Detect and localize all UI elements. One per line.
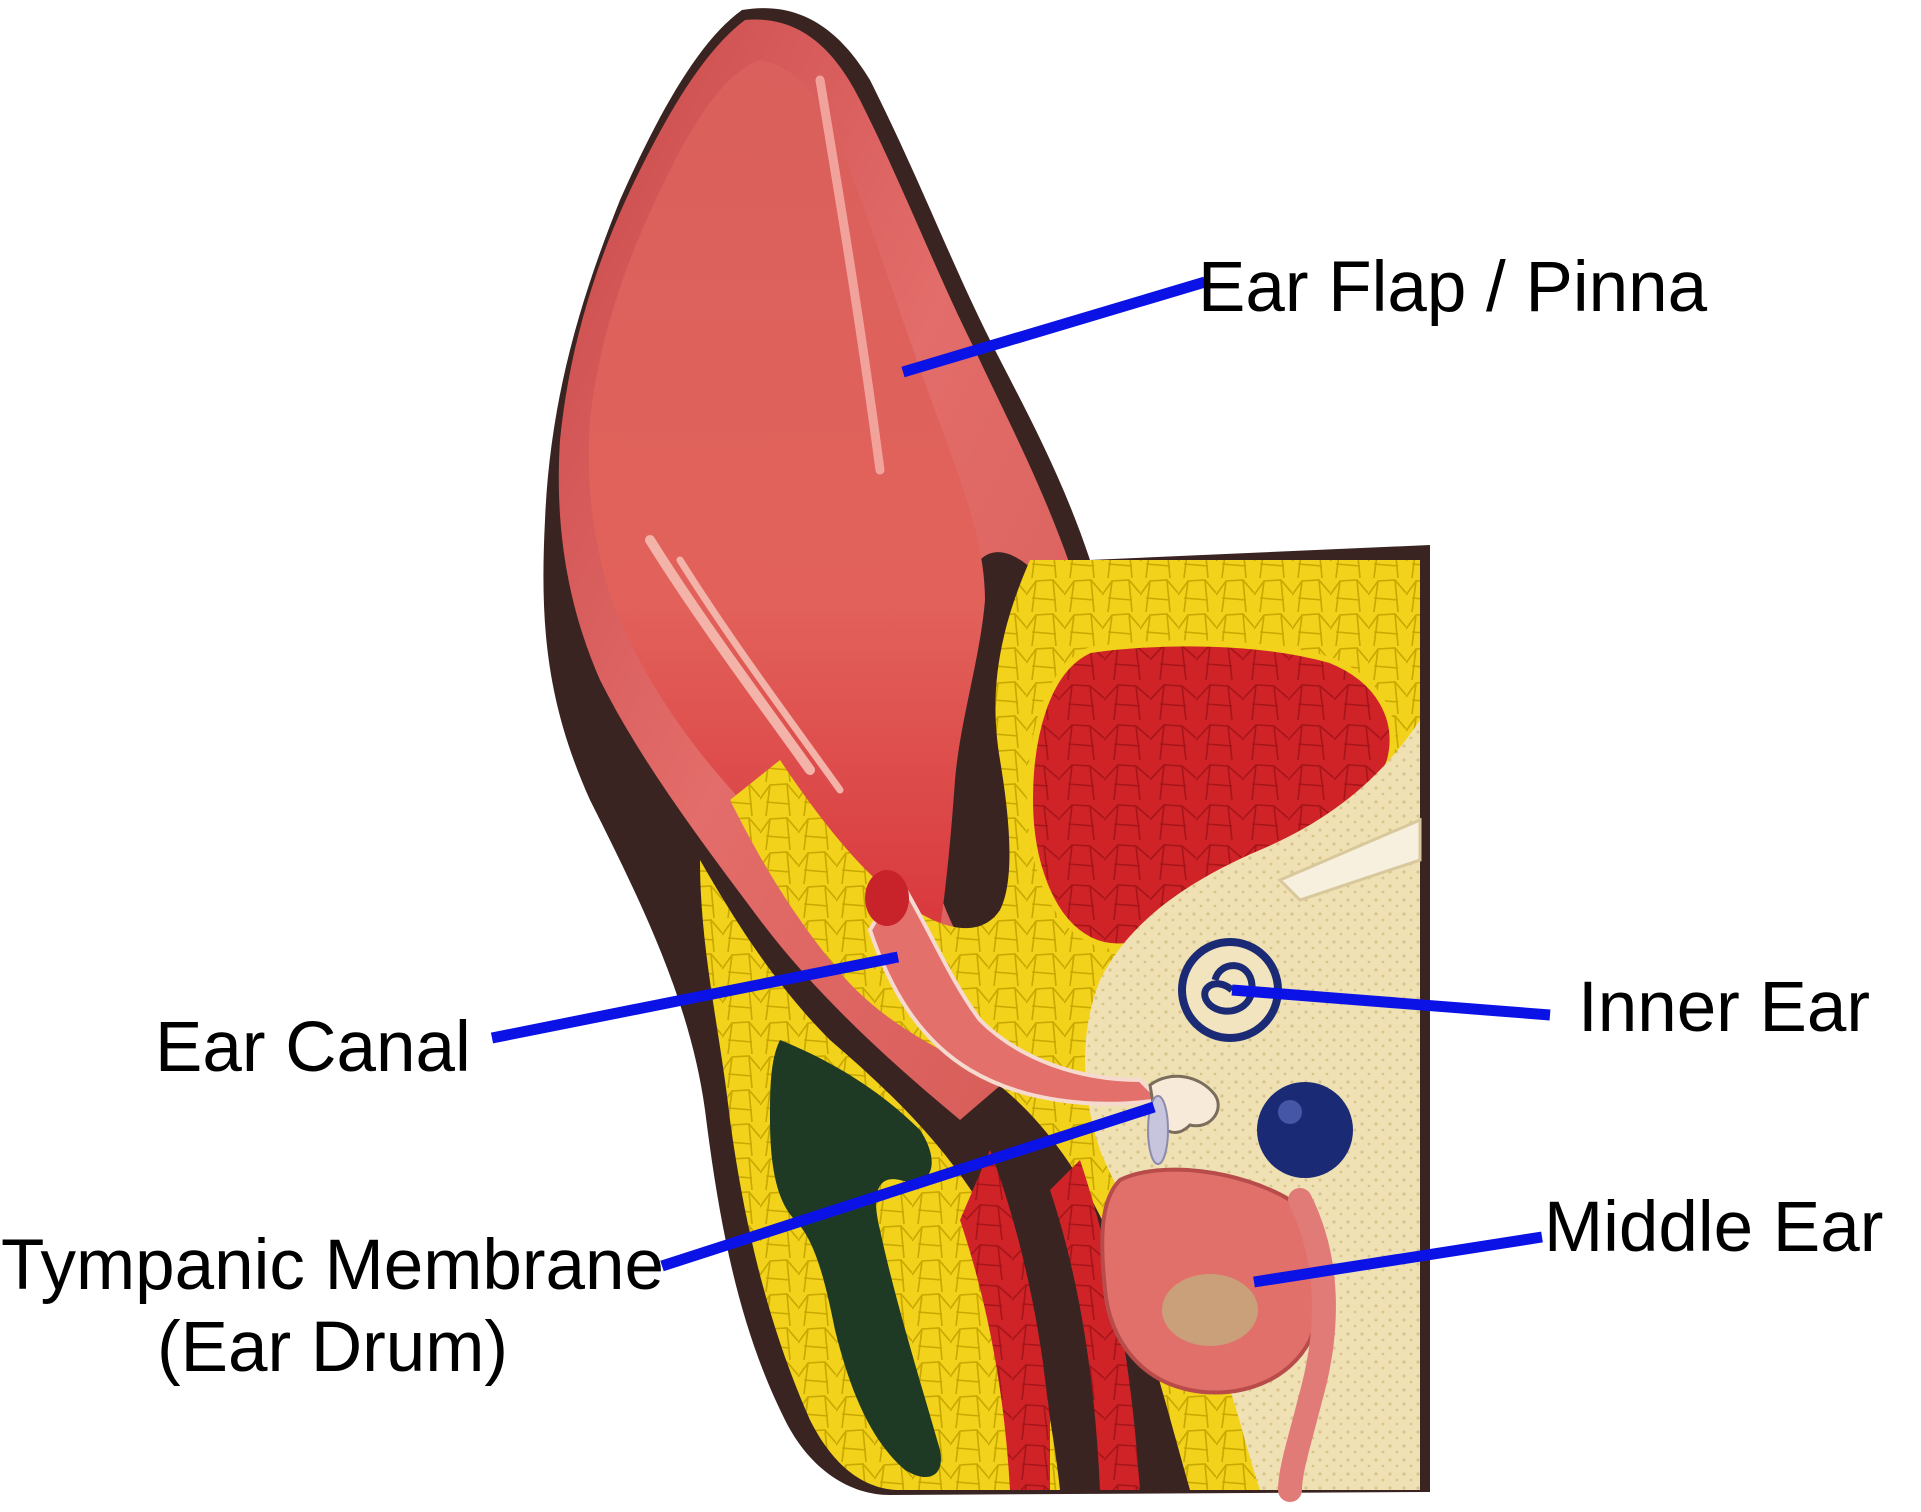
middle-ear-bulla — [1162, 1274, 1258, 1346]
label-middle-ear: Middle Ear — [1544, 1188, 1884, 1267]
leader-line-ear-canal — [490, 951, 900, 1044]
label-tympanic-line1: Tympanic Membrane — [1, 1226, 664, 1305]
label-ear-canal: Ear Canal — [155, 1008, 471, 1087]
label-tympanic-line2: (Ear Drum) — [156, 1307, 509, 1387]
label-tympanic-membrane: Tympanic Membrane (Ear Drum) — [0, 1225, 665, 1388]
cochlea-spiral — [1201, 962, 1256, 1015]
cartilage — [770, 1040, 941, 1478]
canal-nodule — [865, 870, 909, 926]
round-window — [1257, 1082, 1353, 1178]
eustachian-tube — [1278, 1188, 1336, 1502]
pinna-ridge — [645, 535, 815, 775]
bone-wedge — [1277, 817, 1422, 902]
muscle-band — [960, 1150, 1050, 1490]
leader-line-tympanic — [660, 1101, 1156, 1272]
pinna-ridge — [815, 75, 885, 475]
round-window-highlight — [1278, 1100, 1302, 1124]
pinna-ridge — [676, 556, 844, 794]
pinna-inner-bowl — [588, 60, 985, 960]
temporal-bone — [1085, 720, 1420, 1490]
leader-line-pinna — [901, 276, 1207, 378]
label-pinna: Ear Flap / Pinna — [1198, 248, 1708, 327]
leader-line-inner-ear — [1231, 984, 1551, 1021]
muscle-band — [1050, 1160, 1140, 1490]
leader-line-middle-ear — [1253, 1231, 1543, 1288]
label-inner-ear: Inner Ear — [1578, 968, 1871, 1047]
